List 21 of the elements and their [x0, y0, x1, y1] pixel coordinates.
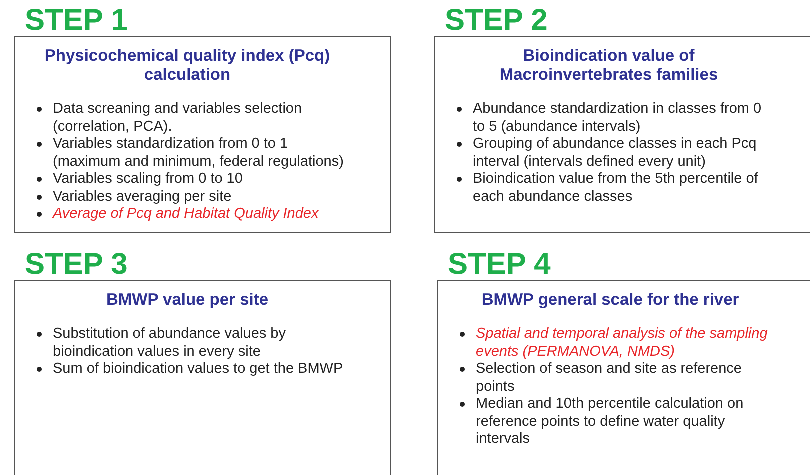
card-title: BMWP value per site [106, 291, 270, 310]
bullet-text: Substitution of abundance values by bioindication values in every site [53, 326, 286, 360]
bullet-text: Variables standardization from 0 to 1 (maximum and minimum, federal regulations) [53, 136, 344, 170]
bullet-text: Variables scaling from 0 to 10 [53, 171, 243, 187]
step-heading: STEP 1 [25, 5, 128, 37]
card-title: BMWP general scale for the river [480, 291, 740, 310]
bullet-text: Variables averaging per site [53, 188, 232, 204]
bullet-text: Abundance standardization in classes from 0 to 5 (abundance intervals) [473, 101, 762, 134]
bullet-text: Data screaning and variables selection (correlation, PCA). [53, 101, 302, 134]
bullet-text: Spatial and temporal analysis of the sampling events (PERMANOVA, NMDS) [476, 326, 768, 360]
bullet-text: Average of Pcq and Habitat Quality Index [53, 206, 319, 222]
bullet-text: Bioindication value from the 5th percentile of each abundance classes [473, 171, 758, 204]
bullet-text: Selection of season and site as reference points [476, 361, 742, 394]
bullet-text: Grouping of abundance classes in each Pcq interval (intervals defined every unit) [473, 136, 757, 170]
bullet-text: Sum of bioindication values to get the BMWP [53, 361, 344, 377]
card-title: Physicochemical quality index (Pcq) calculation [44, 47, 332, 85]
step-heading: STEP 3 [25, 249, 128, 281]
step-heading: STEP 2 [445, 5, 548, 37]
step-heading: STEP 4 [448, 249, 551, 281]
bullet-text: Median and 10th percentile calculation on reference points to define water quality intervals [476, 396, 744, 447]
card-title: Bioindication value of Macroinvertebrates families [498, 47, 720, 85]
